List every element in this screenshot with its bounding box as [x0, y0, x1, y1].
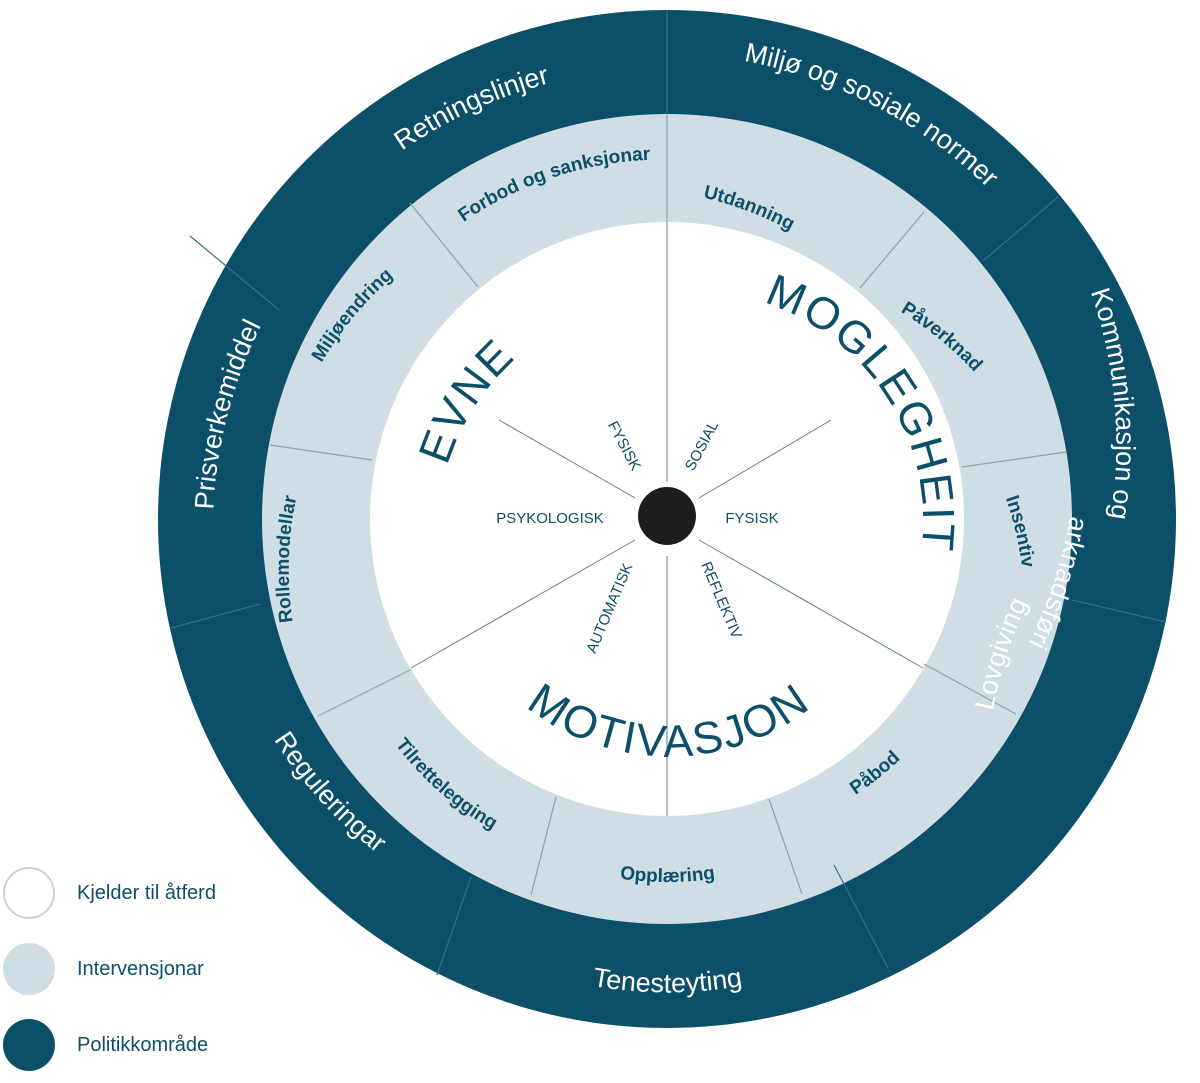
- legend-swatch-policy: [3, 1019, 55, 1071]
- legend-label-interventions: Intervensjonar: [77, 957, 204, 980]
- legend-item-interventions: Intervensjonar: [0, 931, 260, 1007]
- legend-item-sources: Kjelder til åtferd: [0, 855, 260, 931]
- legend-swatch-sources: [3, 867, 55, 919]
- sub-label-physical-opportunity: FYSISK: [725, 510, 778, 527]
- legend: Kjelder til åtferd Intervensjonar Politi…: [0, 855, 260, 1083]
- policy-dividers: [170, 10, 1167, 976]
- legend-label-sources: Kjelder til åtferd: [77, 881, 216, 904]
- legend-item-policy: Politikkområde: [0, 1007, 260, 1083]
- legend-swatch-interventions: [3, 943, 55, 995]
- svg-text:Opplæring: Opplæring: [619, 863, 716, 887]
- intervention-label-training: Opplæring: [619, 863, 716, 887]
- intervention-dividers: [269, 114, 1067, 896]
- source-spokes: [410, 222, 924, 816]
- center-dot-core: [638, 487, 696, 545]
- legend-label-policy: Politikkområde: [77, 1033, 209, 1056]
- sub-label-psychological-capability: PSYKOLOGISK: [496, 510, 604, 527]
